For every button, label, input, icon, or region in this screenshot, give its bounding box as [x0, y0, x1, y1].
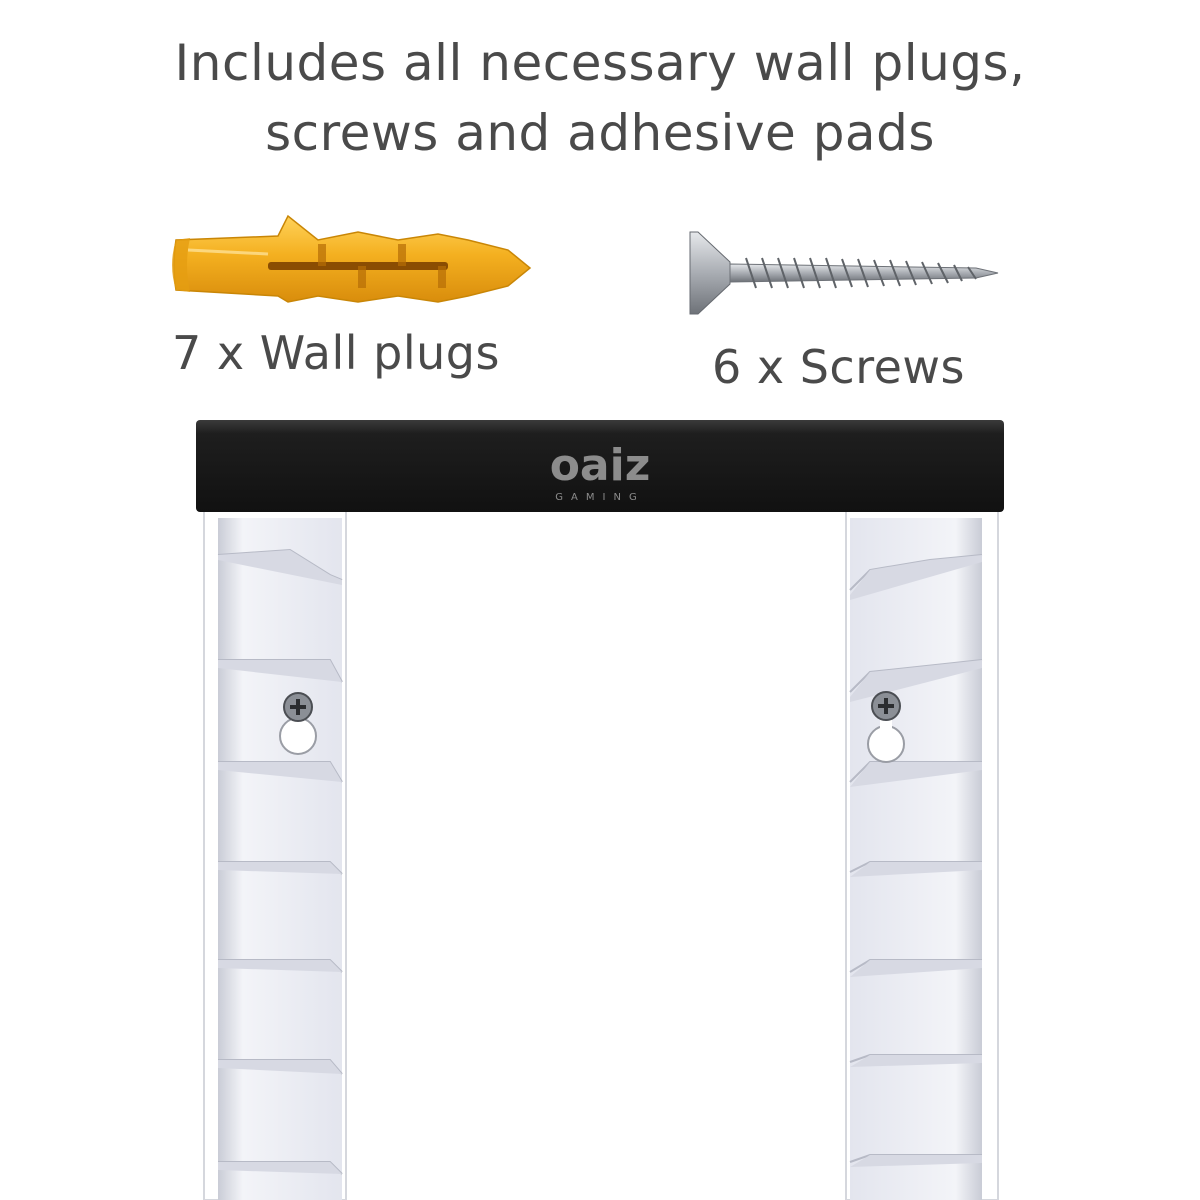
headline-line-1: Includes all necessary wall plugs,: [174, 34, 1026, 92]
svg-text:GAMING: GAMING: [555, 492, 644, 503]
screw-icon: [689, 231, 999, 315]
brand-logo: oaiz GAMING: [550, 440, 651, 503]
mounting-screw-right: [867, 691, 905, 763]
headline: Includes all necessary wall plugs, screw…: [0, 28, 1200, 168]
headline-line-2: screws and adhesive pads: [265, 104, 935, 162]
screw-label: 6 x Screws: [712, 340, 966, 394]
svg-text:oaiz: oaiz: [550, 440, 651, 491]
mount-top-bar: [196, 420, 1004, 512]
mounting-screw-left: [279, 692, 317, 755]
wall-mount-illustration: oaiz GAMING: [196, 420, 1004, 1200]
wall-plug-icon: [172, 214, 532, 303]
wall-plug-label: 7 x Wall plugs: [172, 326, 500, 380]
